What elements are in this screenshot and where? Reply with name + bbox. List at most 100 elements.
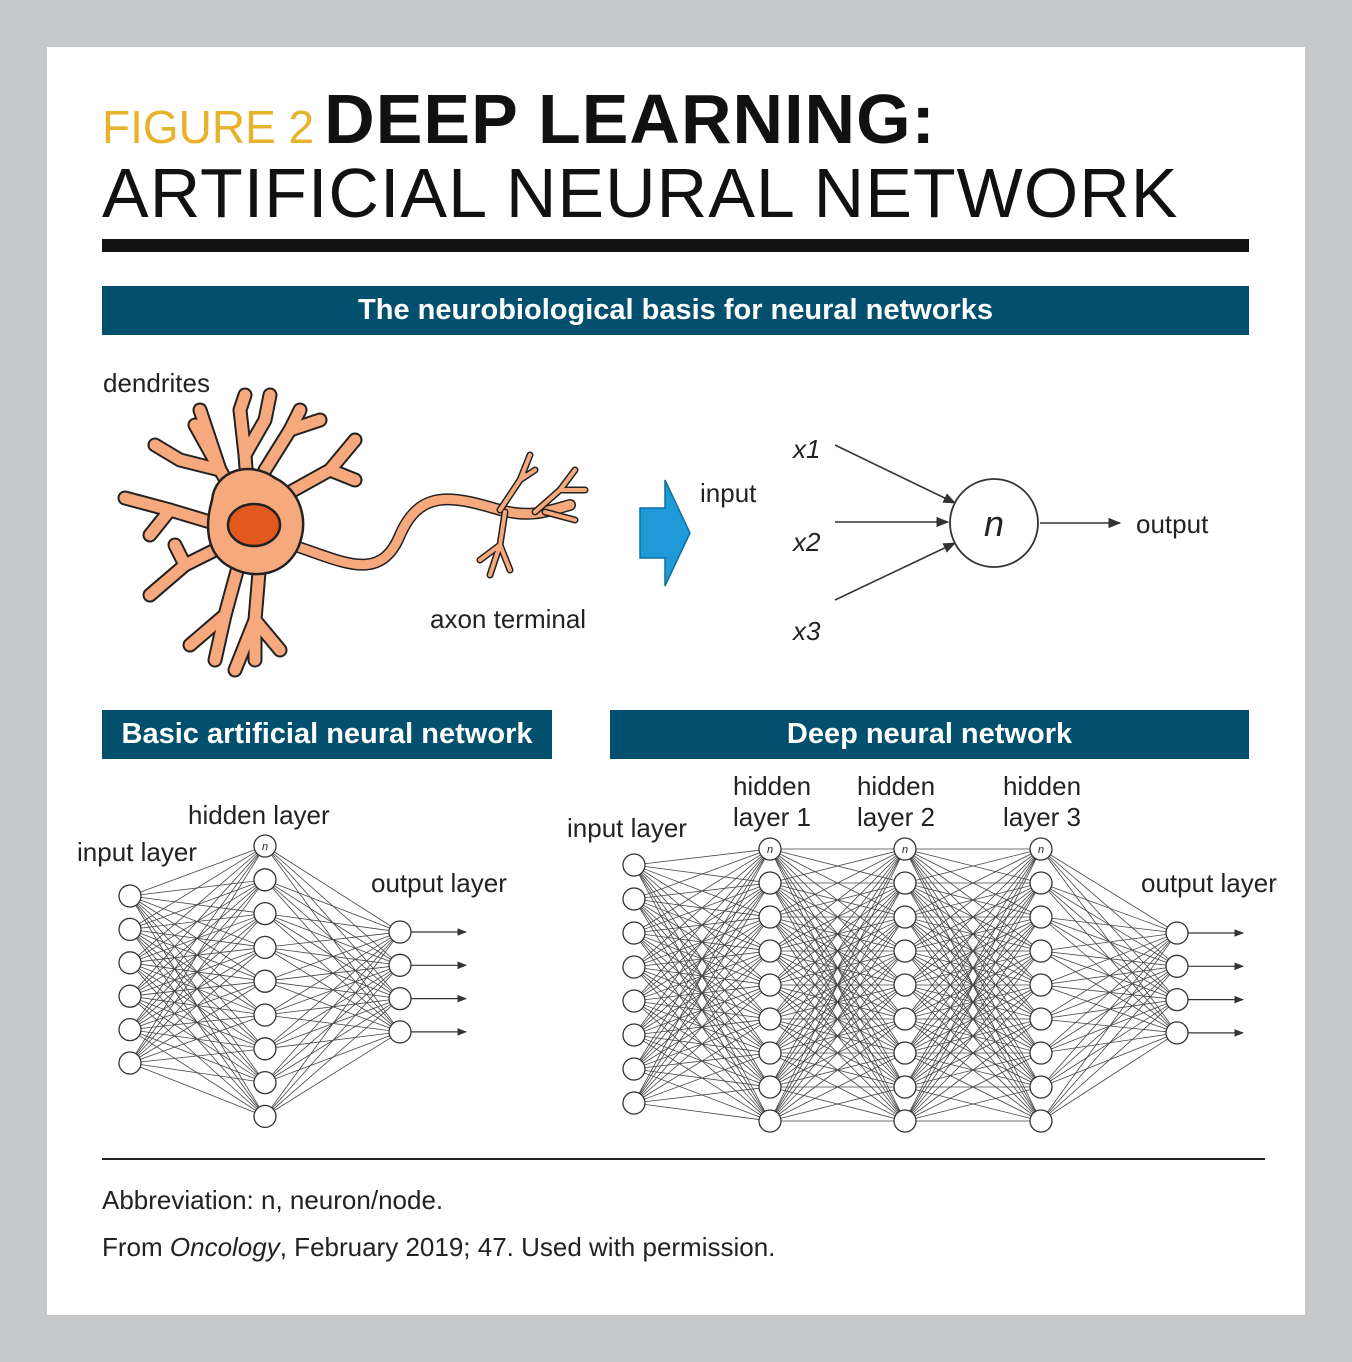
deep-edge bbox=[633, 1102, 771, 1122]
basic-node bbox=[388, 986, 412, 1011]
deep-edge bbox=[633, 848, 771, 1002]
deep-edge bbox=[633, 848, 771, 934]
footer-source-suffix: , February 2019; 47. Used with permissio… bbox=[279, 1232, 776, 1262]
basic-input-layer-label: input layer bbox=[77, 837, 197, 867]
deep-node bbox=[893, 1075, 917, 1099]
nucleus bbox=[226, 502, 282, 548]
deep-edge bbox=[904, 950, 1042, 1122]
banner-deep-network: Deep neural network bbox=[610, 710, 1249, 759]
deep-edge bbox=[769, 848, 906, 1020]
deep-node bbox=[893, 1007, 917, 1031]
deep-edge bbox=[769, 916, 906, 1122]
basic-node bbox=[253, 1070, 277, 1095]
transition-arrow-icon bbox=[639, 479, 691, 587]
deep-node bbox=[758, 905, 782, 929]
deep-node bbox=[758, 837, 782, 861]
basic-edge bbox=[264, 998, 401, 1117]
footer-divider bbox=[102, 1158, 1265, 1160]
basic-node bbox=[253, 834, 277, 858]
basic-node bbox=[388, 920, 412, 944]
basic-edge bbox=[264, 1031, 401, 1117]
basic-node bbox=[118, 884, 142, 908]
deep-edge bbox=[769, 882, 906, 1122]
perceptron-node bbox=[949, 478, 1039, 568]
deep-edge bbox=[769, 848, 906, 952]
deep-node bbox=[893, 871, 917, 895]
deep-edge bbox=[1040, 932, 1178, 1088]
basic-output-layer-label: output layer bbox=[371, 868, 507, 898]
deep-node bbox=[758, 1007, 782, 1031]
deep-edge bbox=[904, 848, 1042, 1122]
perceptron-edge-x1 bbox=[834, 444, 957, 504]
deep-edge bbox=[769, 1018, 906, 1122]
deep-node bbox=[1029, 1075, 1053, 1099]
deep-node bbox=[1029, 939, 1053, 963]
deep-edge bbox=[904, 882, 1042, 1122]
deep-node bbox=[1029, 1109, 1053, 1133]
deep-edge bbox=[1040, 999, 1178, 1122]
deep-edge bbox=[1040, 932, 1178, 952]
deep-edge bbox=[769, 848, 906, 1054]
deep-edge bbox=[904, 1018, 1042, 1122]
deep-node bbox=[622, 921, 646, 945]
deep-node bbox=[1029, 837, 1053, 861]
deep-edge bbox=[904, 848, 1042, 884]
basic-node bbox=[118, 984, 142, 1008]
perceptron-output-label: output bbox=[1136, 509, 1209, 539]
basic-edge bbox=[264, 845, 401, 933]
deep-node bbox=[622, 1023, 646, 1047]
deep-edge bbox=[769, 848, 906, 884]
deep-node bbox=[758, 871, 782, 895]
deep-input-layer-label: input layer bbox=[567, 813, 687, 843]
deep-edge bbox=[1040, 1032, 1178, 1122]
deep-edge bbox=[633, 984, 771, 1104]
figure-title-line2: ARTIFICIAL NEURAL NETWORK bbox=[102, 154, 1179, 232]
basic-edge bbox=[129, 845, 266, 930]
perceptron-node-label: n bbox=[984, 503, 1004, 544]
basic-edge bbox=[264, 931, 401, 1016]
basic-node bbox=[118, 917, 142, 942]
basic-edge bbox=[129, 845, 266, 897]
basic-node bbox=[118, 1017, 142, 1042]
deep-edge bbox=[904, 848, 1042, 952]
basic-node bbox=[253, 901, 277, 926]
basic-edge bbox=[264, 913, 401, 933]
deep-edge bbox=[769, 848, 906, 918]
basic-node bbox=[388, 953, 412, 977]
deep-node bbox=[622, 955, 646, 979]
deep-node bbox=[893, 837, 917, 861]
deep-hidden-2-label-line1: hidden bbox=[857, 771, 935, 801]
basic-node bbox=[118, 951, 142, 975]
basic-edge bbox=[264, 965, 401, 1117]
deep-edge bbox=[1040, 932, 1178, 1122]
deep-node bbox=[758, 1041, 782, 1065]
deep-edge bbox=[1040, 932, 1178, 1054]
basic-edge bbox=[129, 980, 266, 1064]
deep-edge bbox=[633, 848, 771, 968]
basic-edge bbox=[264, 931, 401, 1083]
deep-edge bbox=[904, 916, 1042, 1122]
axon-terminal-label: axon terminal bbox=[430, 604, 586, 634]
deep-node bbox=[893, 973, 917, 997]
deep-edge bbox=[633, 950, 771, 1104]
deep-node-mark: n bbox=[767, 844, 773, 856]
deep-hidden-1-label-line1: hidden bbox=[733, 771, 811, 801]
deep-edge bbox=[1040, 932, 1178, 986]
deep-node bbox=[622, 887, 646, 911]
basic-node bbox=[253, 935, 277, 960]
deep-hidden-3-label-line1: hidden bbox=[1003, 771, 1081, 801]
deep-edge bbox=[1040, 966, 1178, 1122]
perceptron-input-label: input bbox=[700, 478, 757, 508]
basic-edge bbox=[129, 845, 266, 997]
deep-node bbox=[622, 1091, 646, 1115]
deep-node bbox=[893, 1109, 917, 1133]
basic-node bbox=[253, 868, 277, 892]
basic-edge bbox=[129, 845, 266, 1064]
title-divider bbox=[102, 239, 1249, 252]
deep-edge bbox=[904, 1052, 1042, 1122]
basic-node bbox=[253, 1037, 277, 1061]
basic-edge bbox=[264, 931, 401, 1117]
basic-edge bbox=[264, 931, 401, 982]
deep-edge bbox=[633, 1086, 771, 1104]
